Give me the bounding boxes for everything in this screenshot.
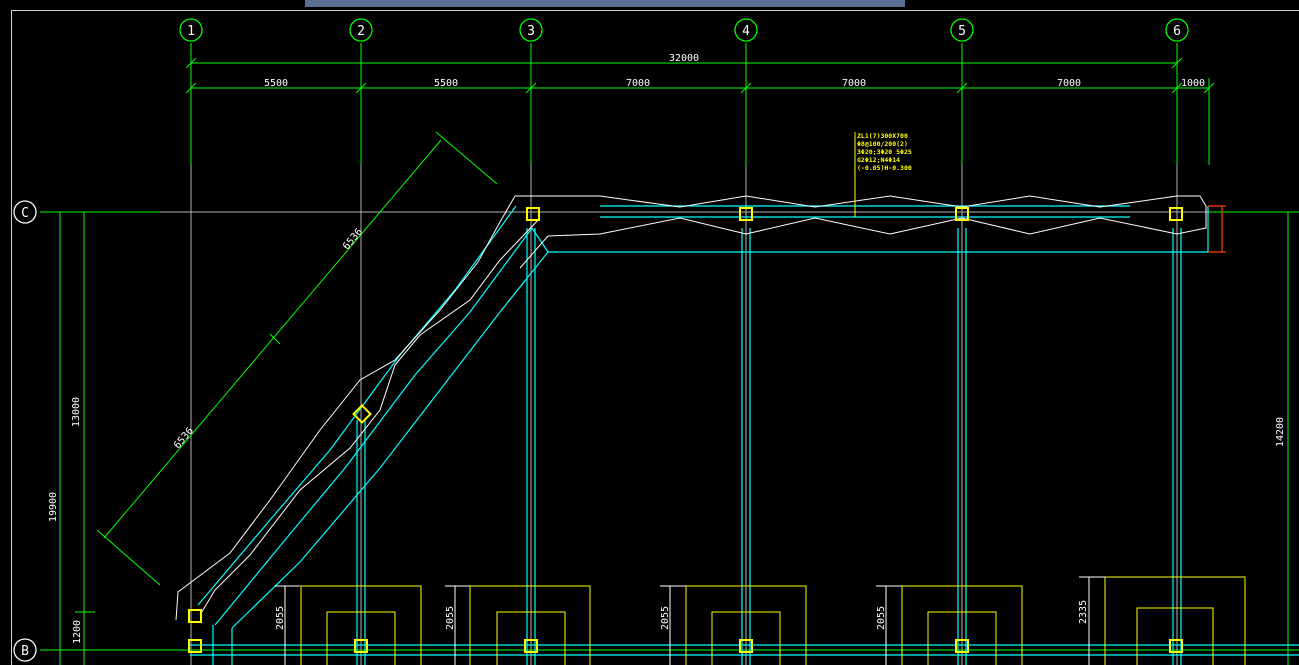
column-1b <box>188 639 202 653</box>
column-4c <box>739 207 753 221</box>
left-dimension-lines <box>55 211 95 665</box>
footing-3 <box>469 585 591 665</box>
dim-span-1-2: 5500 <box>264 78 288 89</box>
column-5c <box>955 207 969 221</box>
columns <box>188 207 1183 653</box>
annotation-line-1: ZL1(7)300X700 <box>857 132 908 140</box>
axis-bubble-2: 2 <box>349 18 373 42</box>
column-5b <box>955 639 969 653</box>
axis-bubble-c: C <box>13 200 37 224</box>
diagonal-dimension <box>96 131 498 586</box>
column-4b <box>739 639 753 653</box>
axis-label-b: B <box>21 644 29 659</box>
dim-left-inner: 13000 <box>71 397 82 427</box>
elevation-marker <box>1208 205 1226 253</box>
dim-left-outer: 19900 <box>48 492 59 522</box>
dim-span-4-5: 7000 <box>842 78 866 89</box>
column-diag <box>352 404 372 424</box>
axis-bubbles-top: 1 2 3 4 5 6 <box>179 18 1189 42</box>
dim-span-3-4: 7000 <box>626 78 650 89</box>
dim-footing-5: 2055 <box>876 606 887 630</box>
dim-footing-2: 2055 <box>275 606 286 630</box>
footing-6 <box>1104 576 1246 665</box>
grid-lines <box>40 43 1299 665</box>
dim-right: 14200 <box>1275 417 1286 447</box>
beams <box>190 205 1299 665</box>
footing-5 <box>901 585 1023 665</box>
annotation-line-4: G2Φ12;N4Φ14 <box>857 156 900 164</box>
top-dimension-texts: 32000 5500 5500 7000 7000 7000 1000 <box>264 53 1205 89</box>
axis-label-4: 4 <box>742 24 750 39</box>
dim-span-5-6: 7000 <box>1057 78 1081 89</box>
axis-label-6: 6 <box>1173 24 1181 39</box>
dim-span-6-end: 1000 <box>1181 78 1205 89</box>
footing-dim-lines <box>275 576 1105 665</box>
column-6b <box>1169 639 1183 653</box>
axis-bubble-b: B <box>13 638 37 662</box>
axis-label-3: 3 <box>527 24 535 39</box>
column-3b <box>524 639 538 653</box>
axis-label-c: C <box>21 206 29 221</box>
column-3c <box>526 207 540 221</box>
column-1a <box>188 609 202 623</box>
dim-span-2-3: 5500 <box>434 78 458 89</box>
footing-4 <box>685 585 807 665</box>
axis-bubble-4: 4 <box>734 18 758 42</box>
axis-label-2: 2 <box>357 24 365 39</box>
annotation-line-3: 3Φ20;3Φ20 5Φ25 <box>857 148 912 156</box>
footing-dim-texts: 2055 2055 2055 2055 2335 <box>275 600 1089 630</box>
dim-footing-3: 2055 <box>445 606 456 630</box>
annotation-line-2: Φ8@100/200(2) <box>857 140 908 148</box>
title-tab-bar[interactable] <box>305 0 905 7</box>
footings <box>300 576 1246 665</box>
axis-bubble-1: 1 <box>179 18 203 42</box>
axis-label-5: 5 <box>958 24 966 39</box>
dim-footing-6: 2335 <box>1078 600 1089 624</box>
dim-overall: 32000 <box>669 53 699 64</box>
top-dimension-lines <box>185 57 1215 94</box>
annotation-line-5: (-0.05)H-0.300 <box>857 164 912 172</box>
axis-bubble-3: 3 <box>519 18 543 42</box>
footing-2 <box>300 585 422 665</box>
axis-label-1: 1 <box>187 24 195 39</box>
column-6c <box>1169 207 1183 221</box>
column-2b <box>354 639 368 653</box>
axis-bubbles-left: C B <box>13 200 37 662</box>
dim-footing-4: 2055 <box>660 606 671 630</box>
slab-outline <box>175 195 1207 621</box>
axis-bubble-5: 5 <box>950 18 974 42</box>
axis-extensions <box>40 43 1299 651</box>
beam-annotation: ZL1(7)300X700 Φ8@100/200(2) 3Φ20;3Φ20 5Φ… <box>854 132 912 217</box>
dim-left-bottom: 1200 <box>72 620 83 644</box>
dim-diagonal-lower: 6536 <box>172 426 196 452</box>
axis-bubble-6: 6 <box>1165 18 1189 42</box>
